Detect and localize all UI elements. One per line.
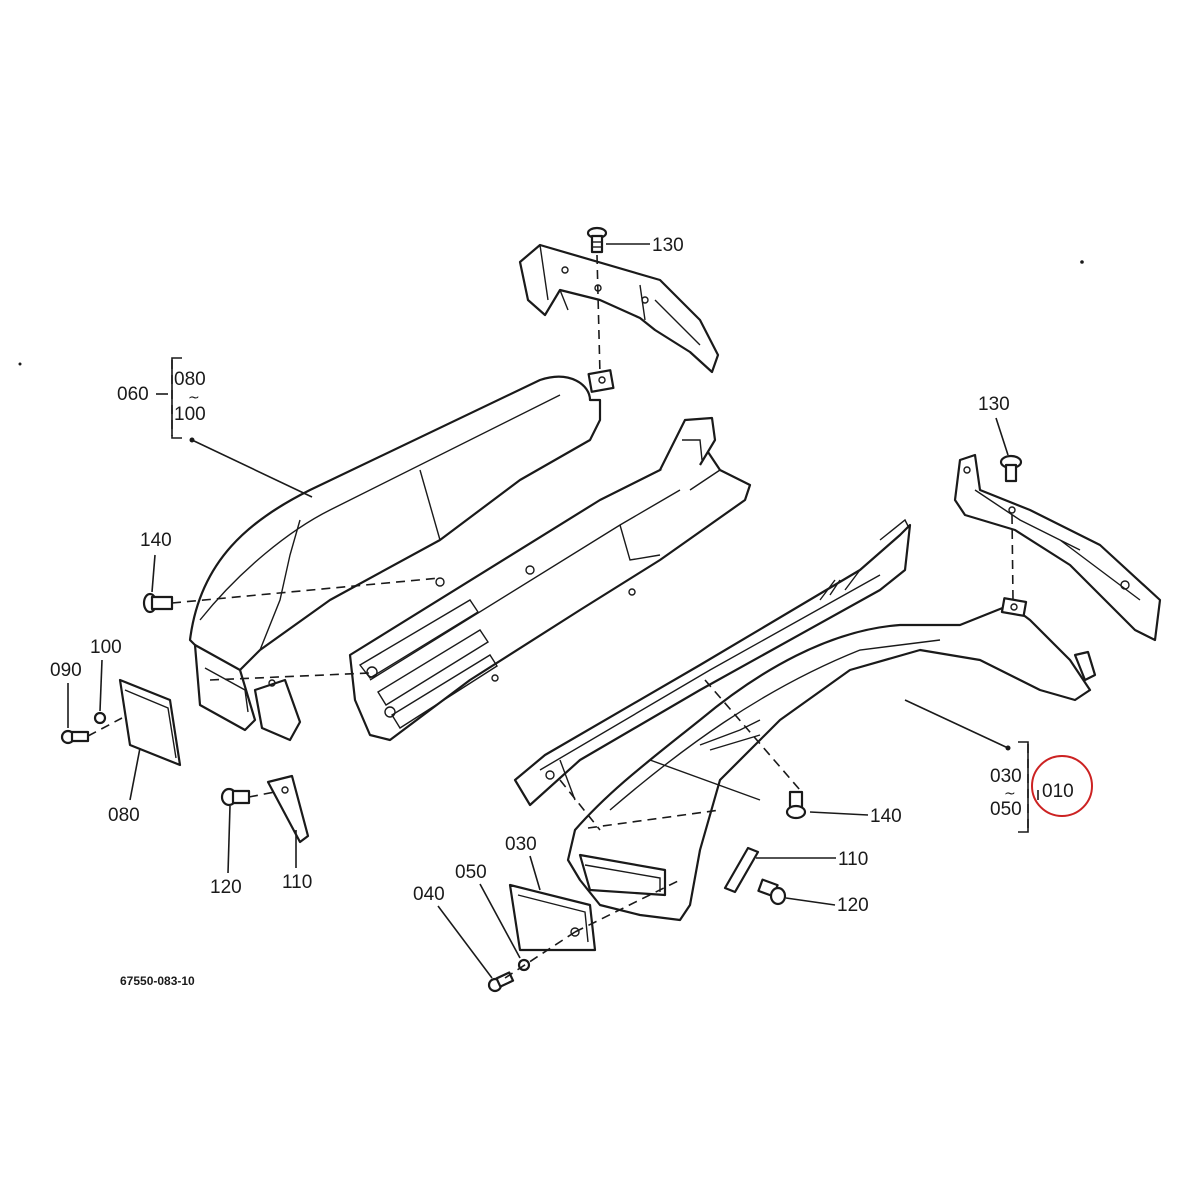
label-140-right: 140 (870, 806, 902, 827)
left-lamp-lens-080 (118, 678, 182, 767)
washer-100 (93, 711, 107, 725)
left-fender-cover (188, 369, 615, 732)
right-fender-cover (566, 597, 1097, 922)
bolt-130-right (999, 454, 1023, 483)
highlight-circle-010 (1031, 755, 1093, 817)
left-lower-bracket (253, 678, 302, 742)
right-inner-rail (513, 518, 912, 807)
label-030-group: 030 (990, 766, 1022, 787)
right-mounting-bracket (953, 453, 1162, 642)
label-090: 090 (50, 660, 82, 681)
bolt-140-right (785, 790, 807, 820)
label-060: 060 (117, 384, 149, 405)
label-120-left: 120 (210, 877, 242, 898)
label-040: 040 (413, 884, 445, 905)
label-010: 010 (1042, 781, 1074, 802)
plate-110-right (723, 846, 760, 894)
right-lamp-lens-030 (508, 883, 597, 952)
label-110-right: 110 (838, 849, 868, 870)
label-050-bottom: 050 (455, 862, 487, 883)
bolt-120-right (757, 878, 787, 906)
plate-110-left (266, 774, 310, 844)
label-080-group: 080 (174, 369, 206, 390)
left-inner-panel (348, 416, 752, 742)
label-080-bottom: 080 (108, 805, 140, 826)
drawing-number: 67550-083-10 (120, 974, 195, 988)
label-030-bottom: 030 (505, 834, 537, 855)
screw-090 (60, 729, 90, 745)
top-mounting-bracket (518, 243, 720, 374)
label-130-top: 130 (652, 235, 684, 256)
bolt-140-left (142, 592, 174, 614)
bolt-120-left (220, 787, 251, 807)
label-050-group: 050 (990, 799, 1022, 820)
range-tilde-010: ~ (1004, 786, 1016, 802)
label-120-right: 120 (837, 895, 869, 916)
label-100-group: 100 (174, 404, 206, 425)
label-140-left: 140 (140, 530, 172, 551)
label-110-left: 110 (282, 872, 312, 893)
label-130-right: 130 (978, 394, 1010, 415)
bolt-130-top (586, 226, 608, 254)
label-100-left: 100 (90, 637, 122, 658)
range-tilde-060: ~ (188, 390, 200, 406)
